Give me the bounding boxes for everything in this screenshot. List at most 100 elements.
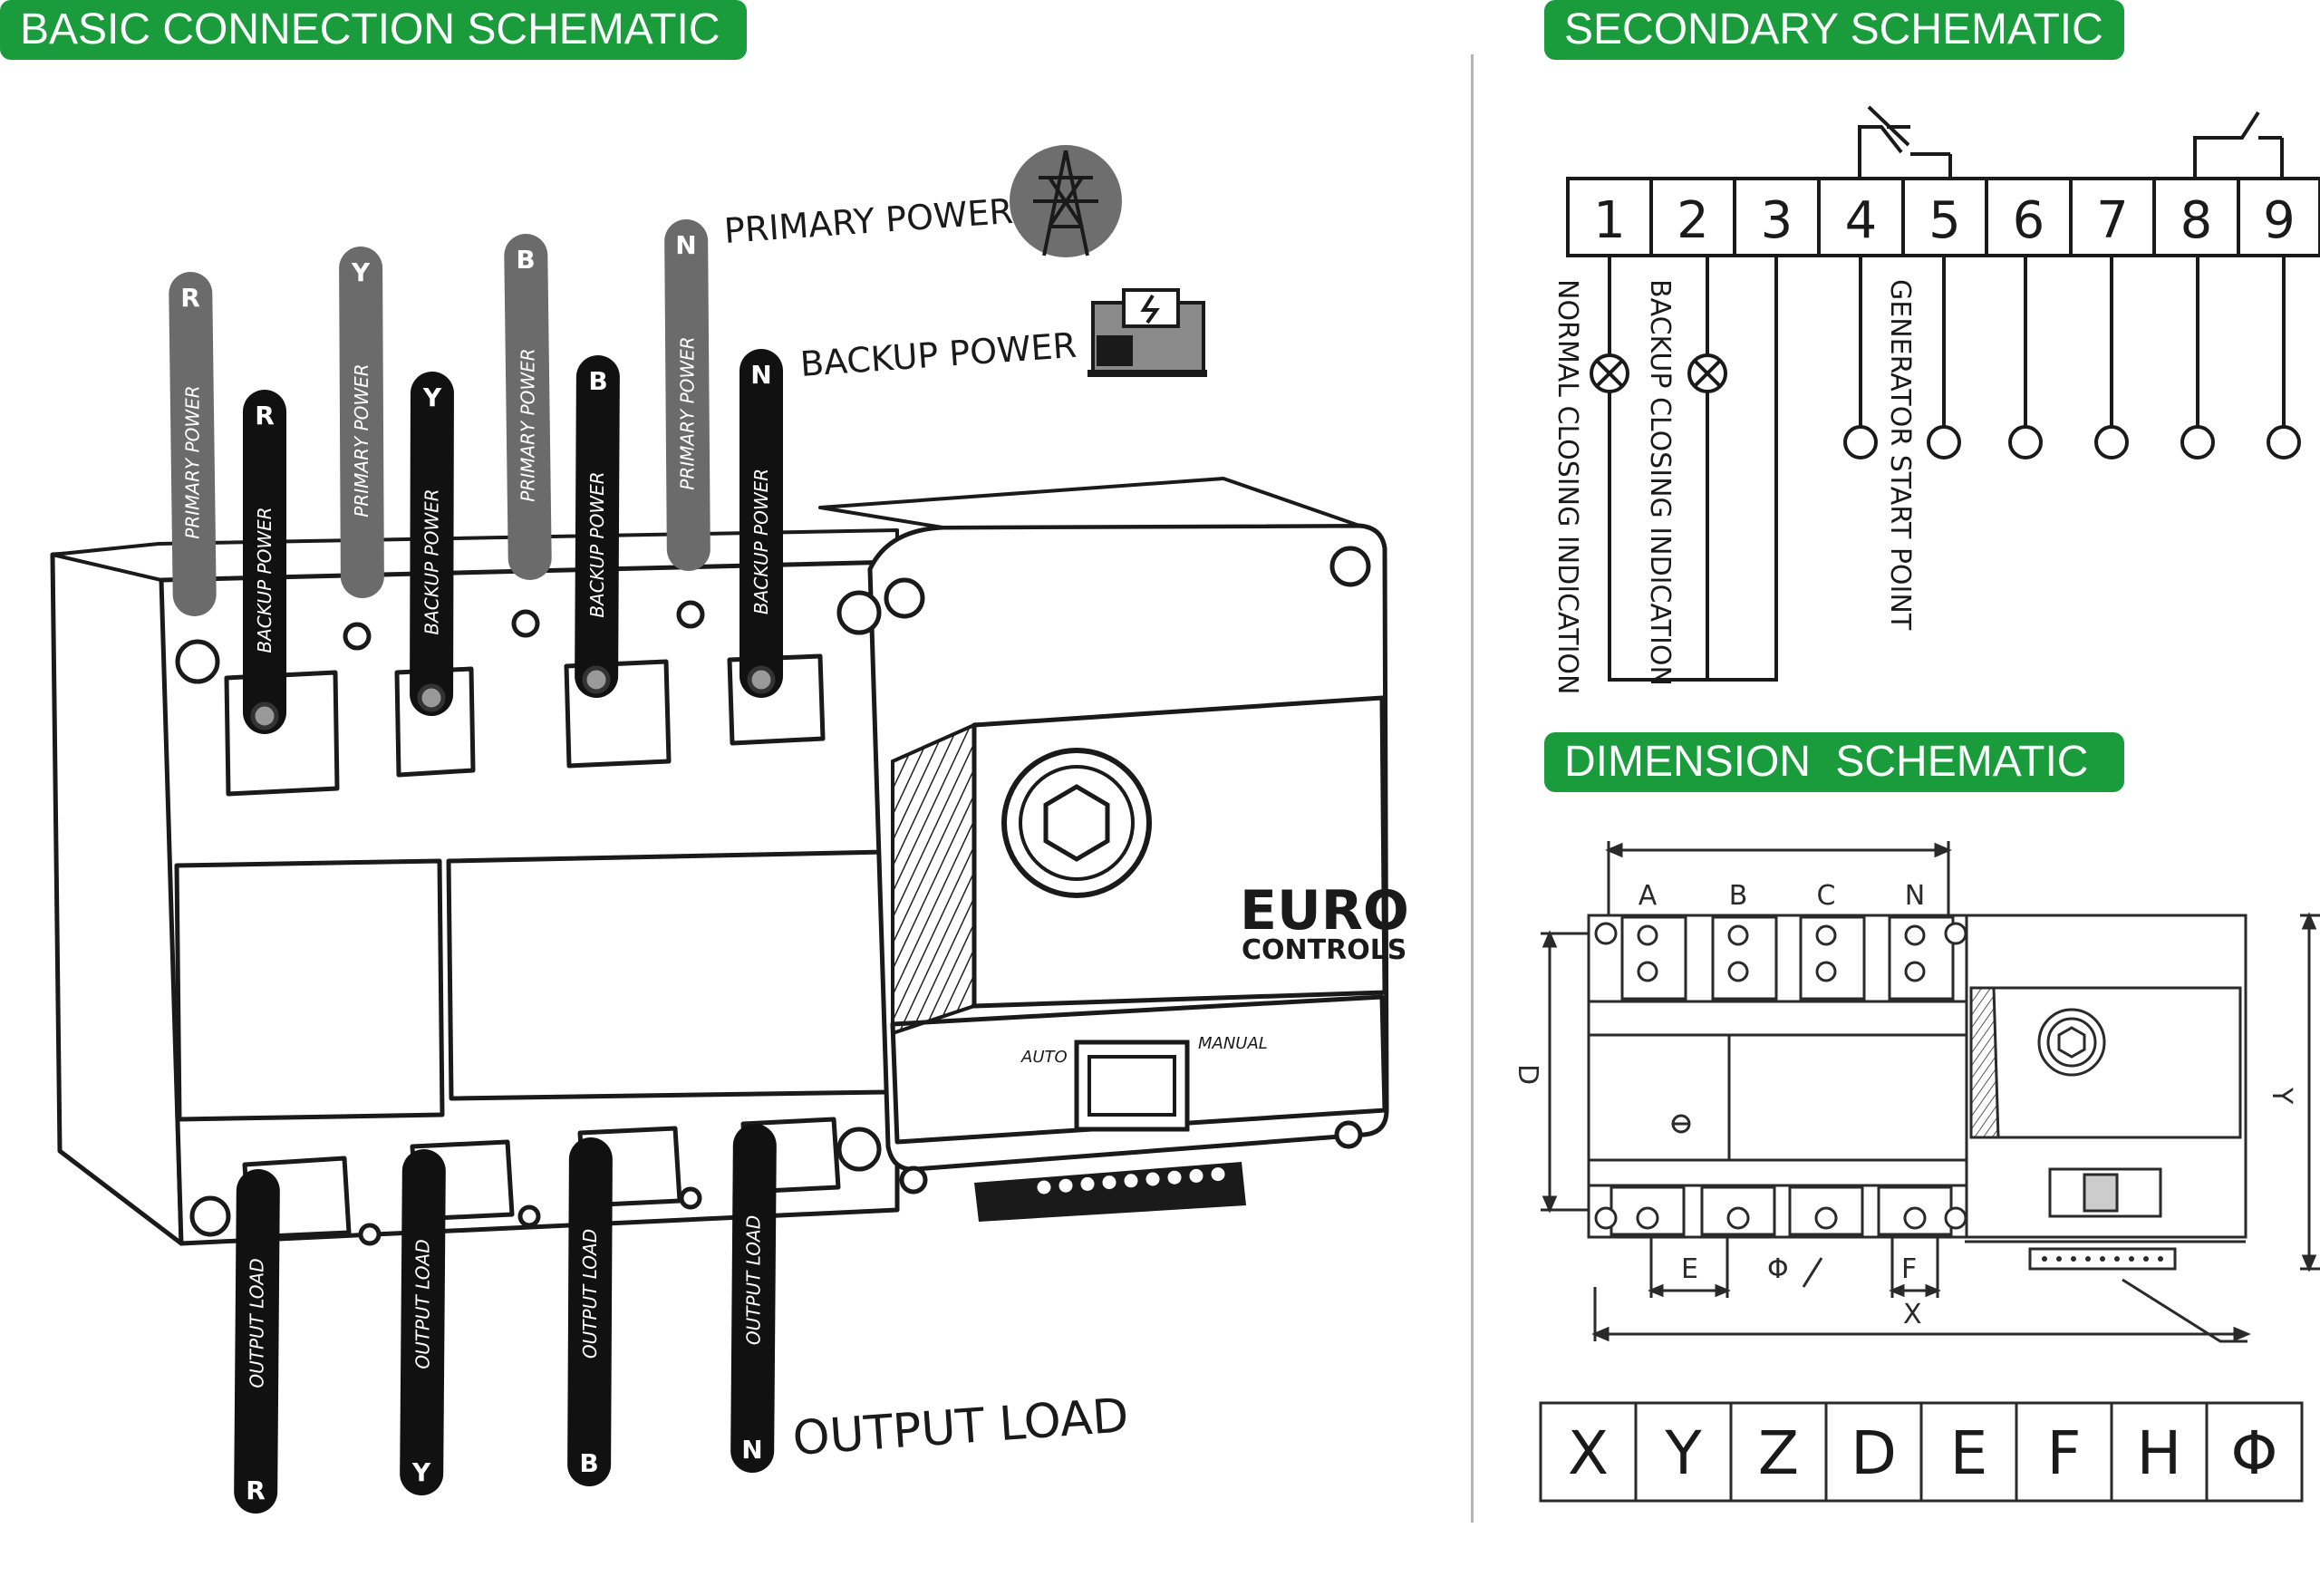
table-header-5: F: [2047, 1418, 2082, 1488]
backup-closing-indication-label: BACKUP CLOSING INDICATION: [1644, 279, 1676, 686]
output-cable-b-phase-label: B: [579, 1448, 598, 1478]
terminal-1-label: 1: [1593, 191, 1626, 250]
backup-terminal-bolt: [417, 683, 446, 712]
dimension-schematic-title: DIMENSION SCHEMATIC: [1544, 732, 2124, 792]
terminal-3-label: 3: [1761, 191, 1793, 250]
terminal-screw-icon: [1121, 1171, 1141, 1191]
output-cable-y-phase-label: Y: [411, 1457, 431, 1487]
terminal-point: [2267, 425, 2301, 459]
output-load-label: OUTPUT LOAD: [791, 1388, 1130, 1466]
terminal-4-label: 4: [1845, 191, 1878, 250]
table-cell: [1539, 1401, 1638, 1503]
output-cable-r-text: OUTPUT LOAD: [246, 1258, 268, 1388]
rotary-handle[interactable]: [1001, 748, 1152, 898]
table-header-2: Z: [1758, 1418, 1799, 1488]
primary-cable-r: R PRIMARY POWER: [169, 271, 217, 617]
terminal-lug: [1799, 915, 1866, 1001]
primary-cable-r-sleeve: [169, 271, 217, 617]
terminal-8-label: 8: [2180, 191, 2213, 250]
backup-cable-y-text: BACKUP POWER: [421, 488, 443, 634]
cooling-fins: [891, 721, 976, 1036]
table-cell: [1634, 1401, 1733, 1503]
backup-cable-b-sleeve: [575, 354, 620, 699]
mounting-hole: [899, 1166, 928, 1195]
mounting-hole: [679, 1186, 702, 1210]
mounting-hole: [836, 590, 882, 635]
backup-cable-n-sleeve: [740, 349, 783, 698]
output-cable-n-phase-label: N: [741, 1435, 762, 1465]
table-cell: [1919, 1401, 2018, 1503]
mounting-hole: [189, 1195, 231, 1237]
auto-manual-switch[interactable]: [1074, 1040, 1190, 1132]
table-header-4: E: [1950, 1418, 1988, 1488]
output-cable-n-sleeve: [730, 1123, 777, 1474]
mounting-hole: [343, 622, 372, 651]
mounting-hole: [884, 577, 925, 619]
output-cable-y-sleeve: [400, 1148, 446, 1496]
table-cell: [1729, 1401, 1828, 1503]
primary-cable-y-text: PRIMARY POWER: [351, 363, 372, 517]
output-cable-b-sleeve: [567, 1137, 613, 1487]
table-header-6: H: [2137, 1418, 2182, 1488]
table-cell: [2110, 1401, 2209, 1503]
backup-cable-n-text: BACKUP POWER: [750, 469, 772, 614]
primary-cable-n-sleeve: [664, 218, 710, 572]
pole-label-n: N: [1905, 880, 1925, 912]
output-cable-r: R OUTPUT LOAD: [234, 1168, 280, 1514]
mounting-hole: [517, 1204, 541, 1228]
primary-cable-r-phase-label: R: [180, 283, 200, 313]
auto-label: AUTO: [1020, 1048, 1068, 1067]
dim-label-x: X: [1903, 1299, 1922, 1330]
brand-controls: CONTROLS: [1242, 934, 1406, 966]
backup-cable-n-phase-label: N: [750, 360, 771, 390]
terminal-screw-icon: [1034, 1177, 1054, 1197]
primary-cable-n-text: PRIMARY POWER: [677, 336, 699, 489]
mounting-holes: [175, 546, 1371, 1246]
primary-cable-b-phase-label: B: [516, 245, 535, 275]
indicator-lamp-icon: [1687, 353, 1727, 393]
terminal-5-label: 5: [1928, 191, 1961, 250]
output-cable-n-text: OUTPUT LOAD: [743, 1215, 765, 1345]
primary-cable-n: N PRIMARY POWER: [664, 218, 710, 572]
output-cable-b: B OUTPUT LOAD: [567, 1137, 613, 1487]
terminal-screw-icon: [1056, 1175, 1076, 1195]
table-header-1: Y: [1664, 1418, 1702, 1488]
primary-cable-b-sleeve: [504, 233, 552, 581]
output-cable-r-sleeve: [234, 1168, 280, 1514]
mounting-hole: [175, 639, 220, 684]
dim-label-e: E: [1681, 1253, 1698, 1285]
terminal-point: [1843, 425, 1878, 459]
mounting-hole: [676, 600, 705, 629]
backup-cable-r-sleeve: [243, 390, 286, 734]
terminal-7-label: 7: [2096, 191, 2129, 250]
output-cable-n: N OUTPUT LOAD: [730, 1123, 777, 1474]
terminal-screw-icon: [1186, 1166, 1206, 1185]
basic-connection-schematic-title: BASIC CONNECTION SCHEMATIC: [0, 0, 747, 60]
mounting-hole: [358, 1223, 382, 1246]
backup-cable-r-phase-label: R: [255, 401, 275, 430]
dim-label-f: F: [1901, 1253, 1917, 1285]
output-cable-b-text: OUTPUT LOAD: [579, 1229, 601, 1359]
terminal-screw-icon: [1143, 1169, 1163, 1189]
primary-cable-r-text: PRIMARY POWER: [182, 385, 204, 538]
mounting-hole: [1334, 1120, 1363, 1149]
backup-cable-y-phase-label: Y: [422, 382, 442, 412]
output-cable-r-phase-label: R: [246, 1475, 266, 1505]
terminal-screw-icon: [1078, 1174, 1097, 1194]
terminal-9-label: 9: [2263, 191, 2296, 250]
mounting-hole: [836, 1127, 882, 1172]
terminal-screws: [1034, 1165, 1228, 1197]
primary-cable-n-phase-label: N: [675, 230, 696, 260]
manual-label: MANUAL: [1198, 1034, 1268, 1053]
secondary-schematic-title: SECONDARY SCHEMATIC: [1544, 0, 2124, 60]
pole-label-c: C: [1817, 880, 1836, 912]
pole-label-a: A: [1638, 880, 1658, 912]
backup-cable-n: N BACKUP POWER: [740, 349, 783, 698]
primary-cable-y-sleeve: [339, 246, 384, 599]
primary-power-label: PRIMARY POWER: [723, 191, 1015, 251]
backup-cable-y: Y BACKUP POWER: [410, 371, 454, 717]
